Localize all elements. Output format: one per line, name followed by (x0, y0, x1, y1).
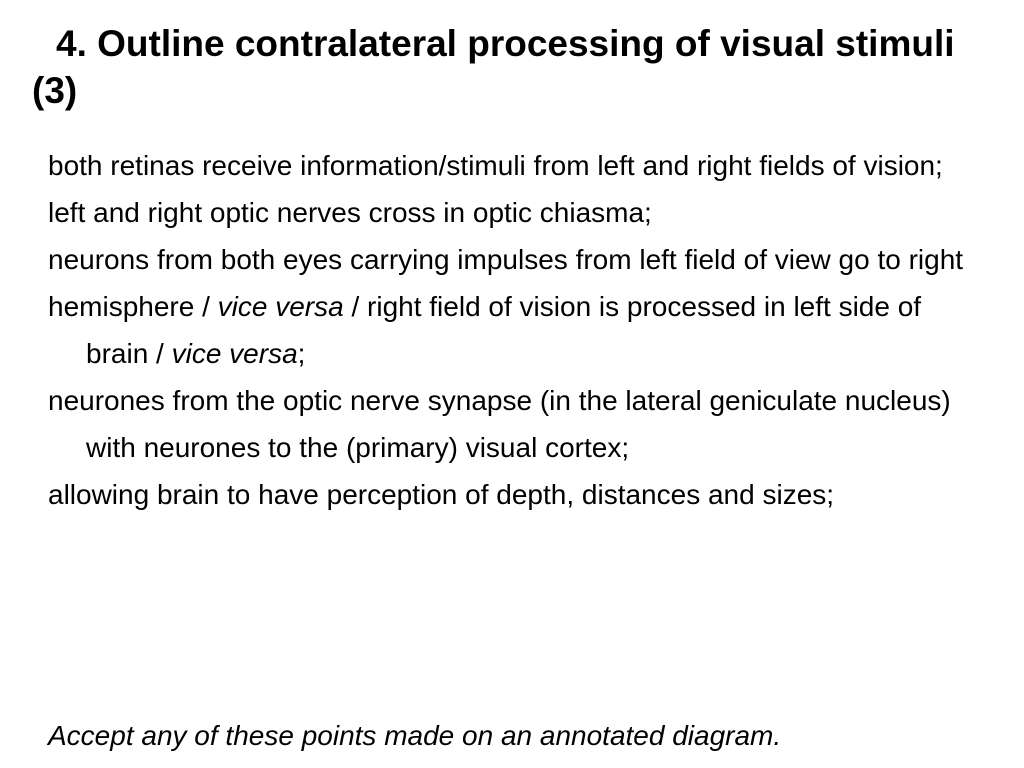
marking-point: hemisphere / vice versa / right field of… (48, 283, 968, 377)
point-text: hemisphere / (48, 291, 218, 322)
marking-note: Accept any of these points made on an an… (48, 720, 782, 751)
marking-point: allowing brain to have perception of dep… (48, 479, 835, 510)
point-text: ; (297, 338, 306, 369)
marking-point: left and right optic nerves cross in opt… (48, 197, 652, 228)
slide-title: 4. Outline contralateral processing of v… (32, 23, 955, 111)
point-text-italic: vice versa (171, 338, 298, 369)
point-text: / right field of vision is processed in … (86, 291, 922, 369)
point-text-italic: vice versa (217, 291, 344, 322)
marking-point: both retinas receive information/stimuli… (48, 150, 943, 181)
marking-point: neurons from both eyes carrying impulses… (48, 244, 964, 275)
marking-points-list: both retinas receive information/stimuli… (48, 142, 968, 518)
marking-point: neurones from the optic nerve synapse (i… (48, 385, 951, 463)
